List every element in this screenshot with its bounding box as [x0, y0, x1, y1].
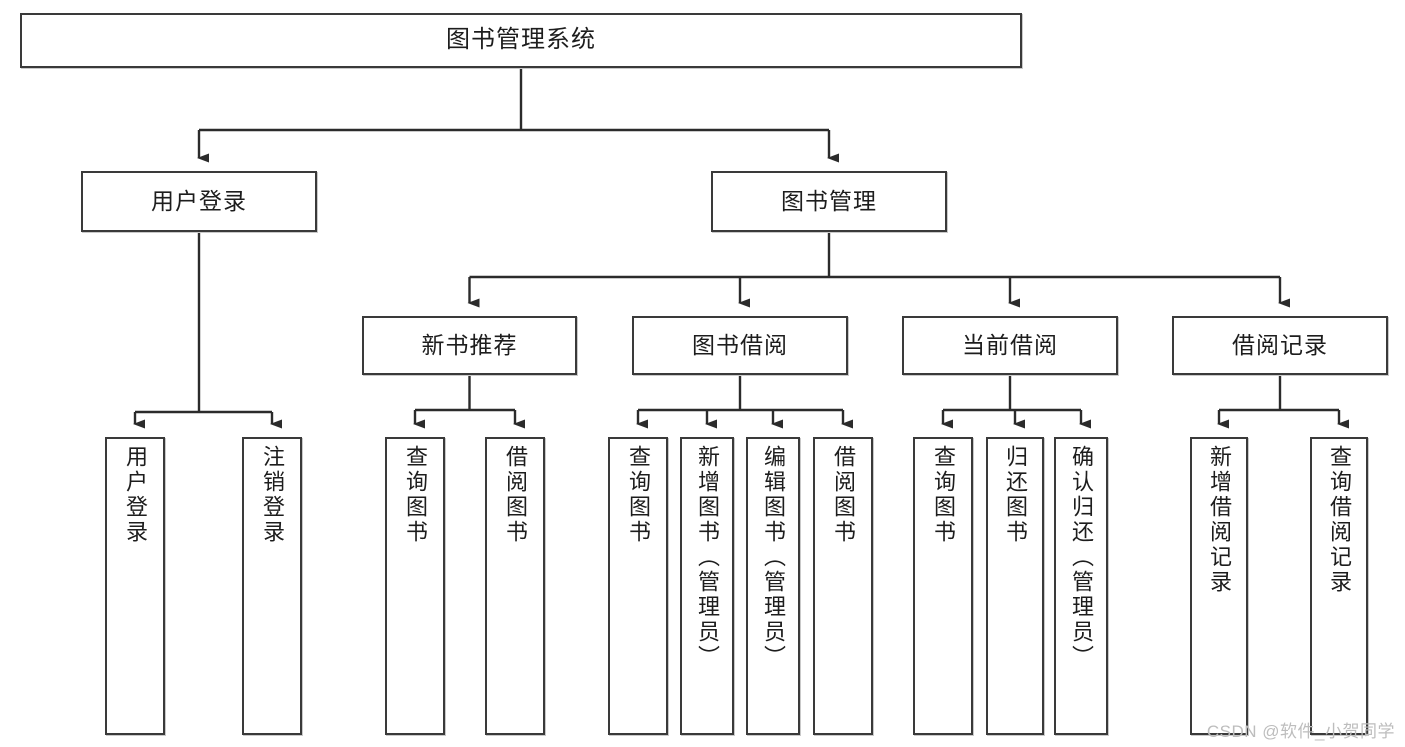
node-label: 借阅图书	[503, 445, 528, 545]
node-label: 归还图书	[1003, 445, 1028, 545]
node-label: 查询图书	[403, 445, 428, 545]
node-label: 用户登录	[151, 187, 247, 214]
node-label: 确认归还（管理员）	[1069, 445, 1094, 670]
node-leaf-query-record[interactable]: 查询借阅记录	[1310, 437, 1368, 735]
node-leaf-query-book-1[interactable]: 查询图书	[385, 437, 445, 735]
node-leaf-return-book[interactable]: 归还图书	[986, 437, 1044, 735]
node-book-borrow[interactable]: 图书借阅	[632, 316, 848, 375]
node-leaf-edit-book[interactable]: 编辑图书（管理员）	[746, 437, 800, 735]
node-leaf-borrow-book-1[interactable]: 借阅图书	[485, 437, 545, 735]
node-root[interactable]: 图书管理系统	[20, 13, 1022, 68]
node-current-borrow[interactable]: 当前借阅	[902, 316, 1118, 375]
node-leaf-add-book[interactable]: 新增图书（管理员）	[680, 437, 734, 735]
node-label: 编辑图书（管理员）	[761, 445, 786, 670]
node-user-login[interactable]: 用户登录	[81, 171, 317, 232]
node-label: 借阅记录	[1232, 331, 1328, 358]
node-label: 图书借阅	[692, 331, 788, 358]
node-leaf-add-record[interactable]: 新增借阅记录	[1190, 437, 1248, 735]
node-label: 借阅图书	[831, 445, 856, 545]
node-label: 当前借阅	[962, 331, 1058, 358]
node-leaf-query-book-2[interactable]: 查询图书	[608, 437, 668, 735]
node-label: 用户登录	[123, 445, 148, 545]
node-leaf-confirm-return[interactable]: 确认归还（管理员）	[1054, 437, 1108, 735]
node-new-book-recommend[interactable]: 新书推荐	[362, 316, 577, 375]
node-label: 查询图书	[931, 445, 956, 545]
node-borrow-record[interactable]: 借阅记录	[1172, 316, 1388, 375]
node-leaf-query-book-3[interactable]: 查询图书	[913, 437, 973, 735]
node-label: 新书推荐	[421, 331, 518, 358]
node-label: 图书管理	[781, 187, 877, 214]
node-book-manage[interactable]: 图书管理	[711, 171, 947, 232]
node-label: 新增借阅记录	[1207, 445, 1232, 595]
node-label: 查询图书	[626, 445, 651, 545]
node-leaf-user-login[interactable]: 用户登录	[105, 437, 165, 735]
node-label: 新增图书（管理员）	[695, 445, 720, 670]
node-label: 图书管理系统	[446, 26, 596, 54]
node-leaf-borrow-book-2[interactable]: 借阅图书	[813, 437, 873, 735]
node-label: 查询借阅记录	[1327, 445, 1352, 595]
node-leaf-logout-login[interactable]: 注销登录	[242, 437, 302, 735]
node-label: 注销登录	[260, 445, 285, 545]
